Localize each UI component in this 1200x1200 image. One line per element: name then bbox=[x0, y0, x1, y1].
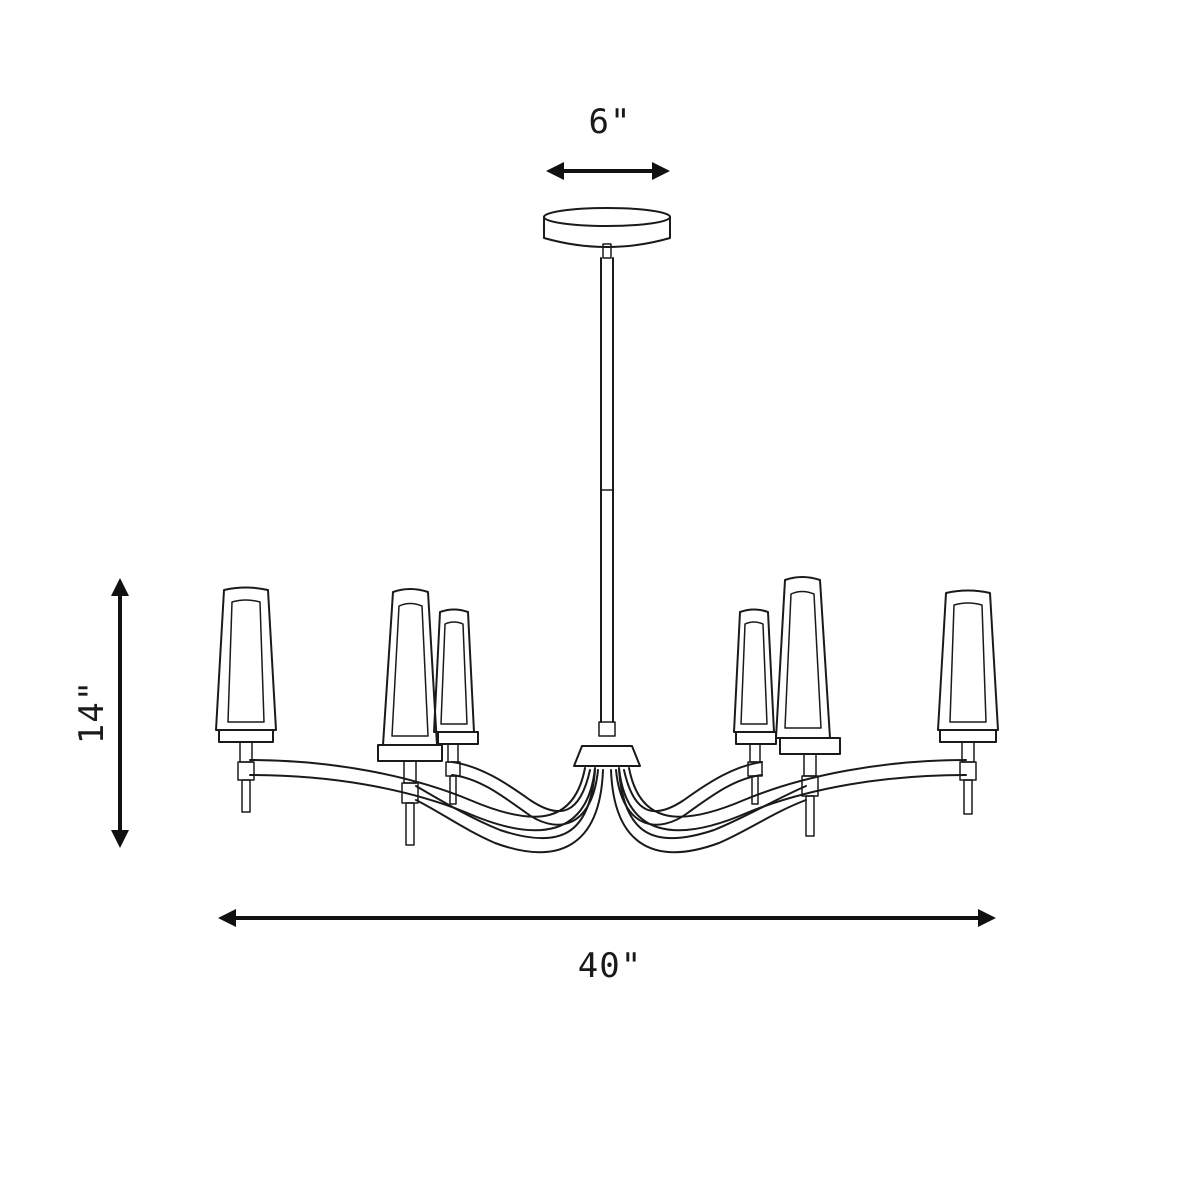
light-shade-2 bbox=[377, 588, 443, 846]
overall-width-label: 40" bbox=[577, 946, 643, 986]
light-shade-6 bbox=[937, 589, 999, 815]
light-shade-1 bbox=[215, 586, 277, 813]
ceiling-canopy bbox=[543, 207, 671, 248]
overall-height-label: 14" bbox=[72, 679, 112, 745]
downrod bbox=[598, 243, 616, 737]
center-hub bbox=[573, 745, 641, 767]
canopy-width-label: 6" bbox=[588, 102, 632, 142]
height-dimension-arrow bbox=[111, 578, 129, 848]
light-shade-3 bbox=[433, 608, 479, 805]
chandelier-arms bbox=[249, 759, 967, 854]
light-shade-5 bbox=[775, 576, 841, 837]
canopy-dimension-arrow bbox=[546, 162, 670, 180]
width-dimension-arrow bbox=[218, 909, 996, 927]
light-shade-4 bbox=[733, 608, 777, 805]
